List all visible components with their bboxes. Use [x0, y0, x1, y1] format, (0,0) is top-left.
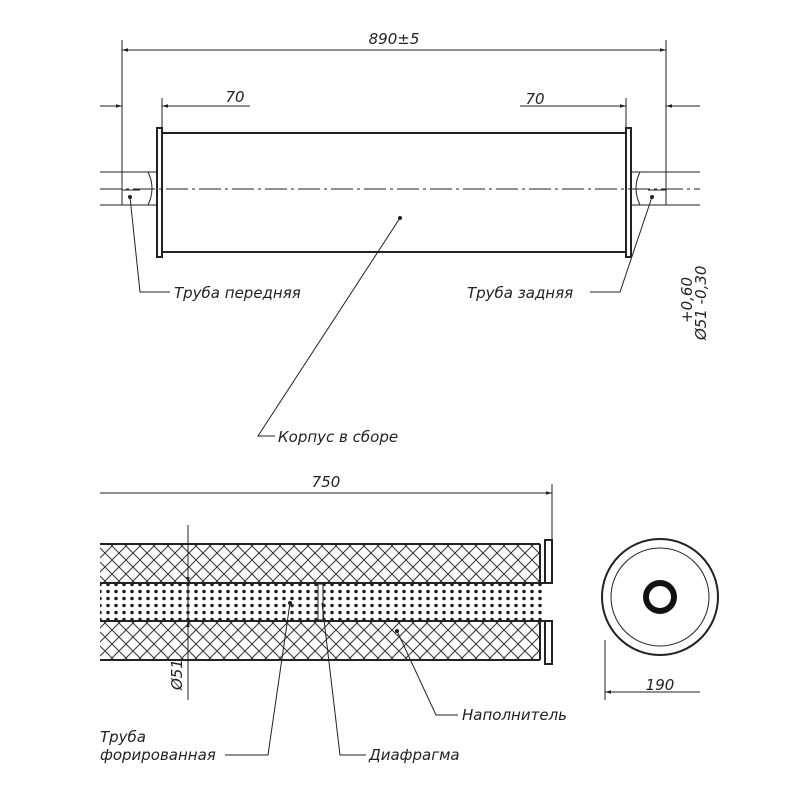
leader-line: [257, 217, 401, 437]
leader-line: [590, 196, 653, 293]
left-flange: [156, 127, 163, 258]
filler-lower: [100, 622, 540, 660]
body-dimension: 750: [312, 473, 341, 491]
diaphragm: [317, 583, 324, 621]
diaphragm-label: Диафрагма: [368, 746, 460, 764]
section-outline: [100, 543, 545, 661]
leader-line: [129, 196, 170, 293]
right-flange: [625, 127, 632, 258]
left-pipe-dimension: 70: [225, 88, 244, 106]
flange-lower: [544, 620, 553, 665]
filler-upper: [100, 544, 540, 582]
leader-line: [396, 630, 458, 716]
leader-line: [321, 602, 366, 756]
tolerance-upper: +0,60: [678, 277, 696, 323]
filler-label: Наполнитель: [462, 706, 567, 724]
end-inner-circle: [610, 547, 710, 647]
front-pipe-label: Труба передняя: [174, 284, 301, 302]
pipe-diameter: Ø51: [168, 659, 186, 691]
muffler-body: [161, 132, 627, 253]
flange-upper: [544, 539, 553, 584]
perforated-pipe-label-1: Труба: [100, 728, 146, 746]
end-diameter: 190: [646, 676, 675, 694]
body-assembly-label: Корпус в сборе: [278, 428, 398, 446]
end-outer-circle: [601, 538, 719, 656]
section-view: 750 Ø51 Труба форированная Диафрагма Нап…: [100, 473, 567, 764]
perforated-pipe-label-2: форированная: [100, 746, 216, 764]
rear-pipe-label: Труба задняя: [467, 284, 573, 302]
leader-line: [225, 602, 291, 756]
end-view: 190: [601, 538, 719, 700]
top-view: 890±5 70 70 Труба передняя Труба задняя …: [100, 30, 710, 446]
end-pipe-circle: [643, 580, 677, 614]
overall-dimension: 890±5: [369, 30, 420, 48]
right-pipe-dimension: 70: [525, 90, 544, 108]
tolerance-partial: Ø51 -0,30: [692, 266, 710, 341]
